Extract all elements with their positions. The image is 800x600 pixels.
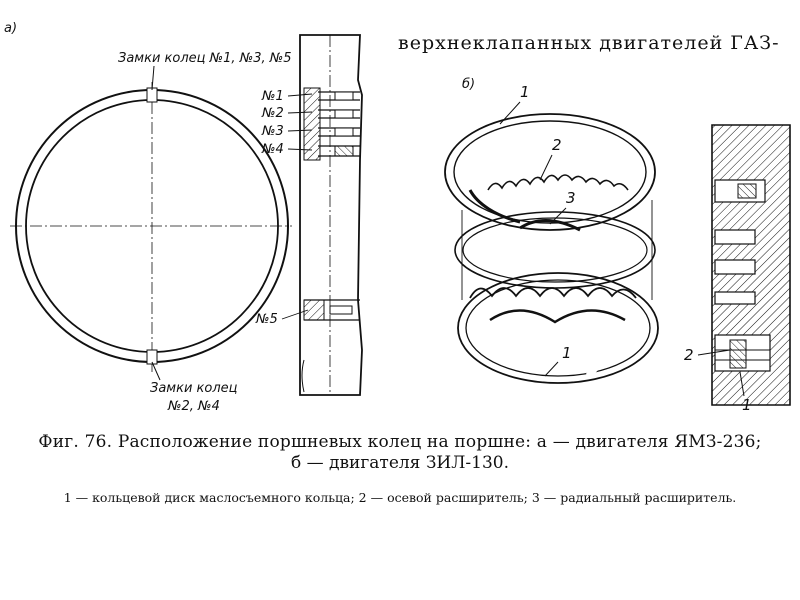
ring-top-view [10,82,292,372]
part-a: а) Замки колец №1, №3, №5 Замки колец №2… [4,21,363,414]
figure-legend: 1 — кольцевой диск маслосъемного кольца;… [63,490,737,505]
locks-bottom-label-line1: Замки колец [150,381,238,396]
part-b-letter: б) [462,77,475,92]
callout-1-section: 1 [742,396,752,414]
locks-top-label: Замки колец №1, №3, №5 [118,51,292,66]
ring-label-2: №2 [261,106,284,121]
callout-2-top: 2 [552,136,562,154]
callout-2-section: 2 [684,346,694,364]
top-fragment-heading: верхнеклапанных двигателей ГАЗ- [398,32,780,54]
locks-bottom-label-line2: №2, №4 [167,399,220,414]
piston-side-view [299,34,363,396]
ring-label-5: №5 [255,312,278,327]
ring-label-1: №1 [261,89,284,104]
figure-caption-line1: Фиг. 76. Расположение поршневых колец на… [38,432,762,452]
callout-1-bottom: 1 [562,344,572,362]
part-a-letter: а) [4,21,17,36]
part-b: б) [444,77,791,414]
part-b-callouts: 1 2 3 1 2 1 [499,83,752,414]
figure-caption-line2: б — двигателя ЗИЛ-130. [290,453,510,473]
callout-3: 3 [566,189,576,207]
oil-ring-exploded-view [444,113,659,384]
callout-1-top: 1 [520,83,530,101]
ring-label-4: №4 [261,142,284,157]
ring-number-labels: №1 №2 №3 №4 №5 [255,89,313,327]
piston-cross-section [711,124,791,406]
ring-label-3: №3 [261,124,284,139]
